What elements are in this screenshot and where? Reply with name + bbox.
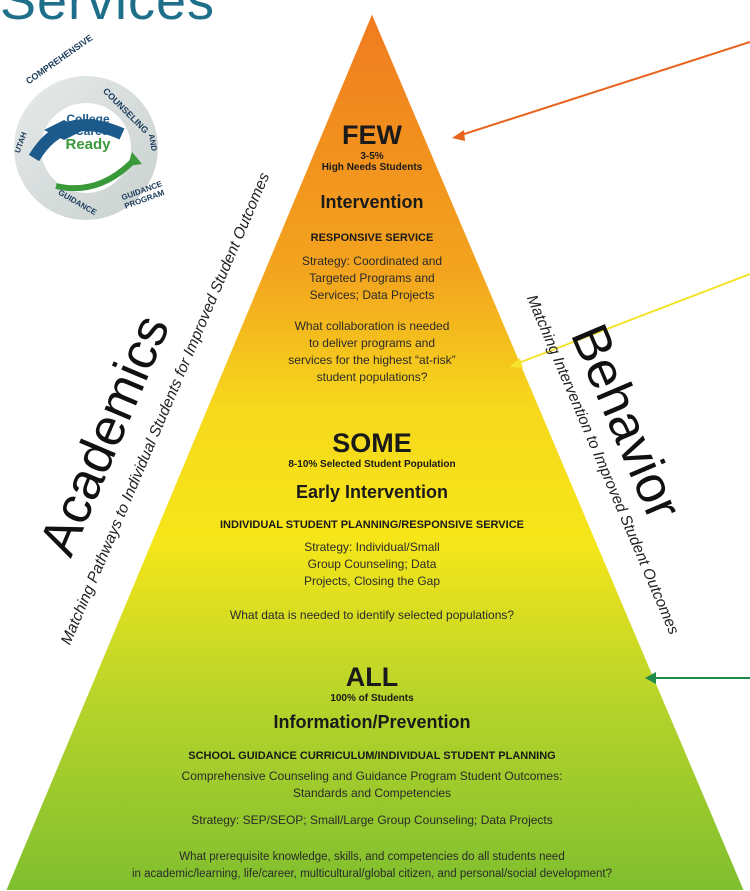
tier-some-title: SOME bbox=[332, 428, 412, 458]
tier-few: FEW 3-5% High Needs Students bbox=[272, 120, 472, 173]
pyramid-shape bbox=[3, 9, 747, 891]
tier-all-question: What prerequisite knowledge, skills, and… bbox=[131, 851, 613, 880]
tier-all: ALL 100% of Students bbox=[222, 662, 522, 704]
tier-few-group: High Needs Students bbox=[321, 162, 423, 173]
tier-some-strategy: Strategy: Individual/Small Group Counsel… bbox=[303, 540, 441, 588]
tier-some-question: What data is needed to identify selected… bbox=[229, 608, 515, 622]
logo-badge-icon bbox=[14, 76, 158, 220]
logo-line-ready: Ready bbox=[65, 136, 111, 153]
logo-line-career: & Career bbox=[62, 124, 114, 138]
tier-some-pct: 8-10% Selected Student Population bbox=[288, 459, 456, 470]
tier-all-heading: Information/Prevention bbox=[273, 712, 471, 732]
logo-line-college: College bbox=[66, 112, 110, 126]
tier-all-strategy: Strategy: SEP/SEOP; Small/Large Group Co… bbox=[191, 813, 553, 827]
program-logo: College & Career Ready COMPREHENSIVE COU… bbox=[4, 33, 166, 228]
tier-few-title: FEW bbox=[342, 120, 402, 150]
tier-few-strategy: Strategy: Coordinated and Targeted Progr… bbox=[301, 254, 443, 302]
tier-few-service: RESPONSIVE SERVICE bbox=[310, 232, 434, 244]
tier-all-service: SCHOOL GUIDANCE CURRICULUM/INDIVIDUAL ST… bbox=[188, 750, 556, 762]
tier-some-heading: Early Intervention bbox=[295, 482, 449, 502]
tier-few-heading: Intervention bbox=[320, 192, 424, 212]
tier-all-outcomes: Comprehensive Counseling and Guidance Pr… bbox=[181, 769, 563, 800]
tier-all-pct: 100% of Students bbox=[330, 693, 414, 704]
orange-arrow bbox=[457, 41, 750, 137]
tier-few-question: What collaboration is needed to deliver … bbox=[288, 319, 456, 384]
yellow-arrow bbox=[515, 273, 750, 365]
page-title: Services bbox=[0, 0, 216, 31]
tier-few-pct: 3-5% bbox=[360, 151, 384, 162]
tier-some: SOME 8-10% Selected Student Population bbox=[222, 428, 522, 470]
tier-some-service: INDIVIDUAL STUDENT PLANNING/RESPONSIVE S… bbox=[220, 519, 524, 531]
tier-all-title: ALL bbox=[345, 662, 399, 692]
